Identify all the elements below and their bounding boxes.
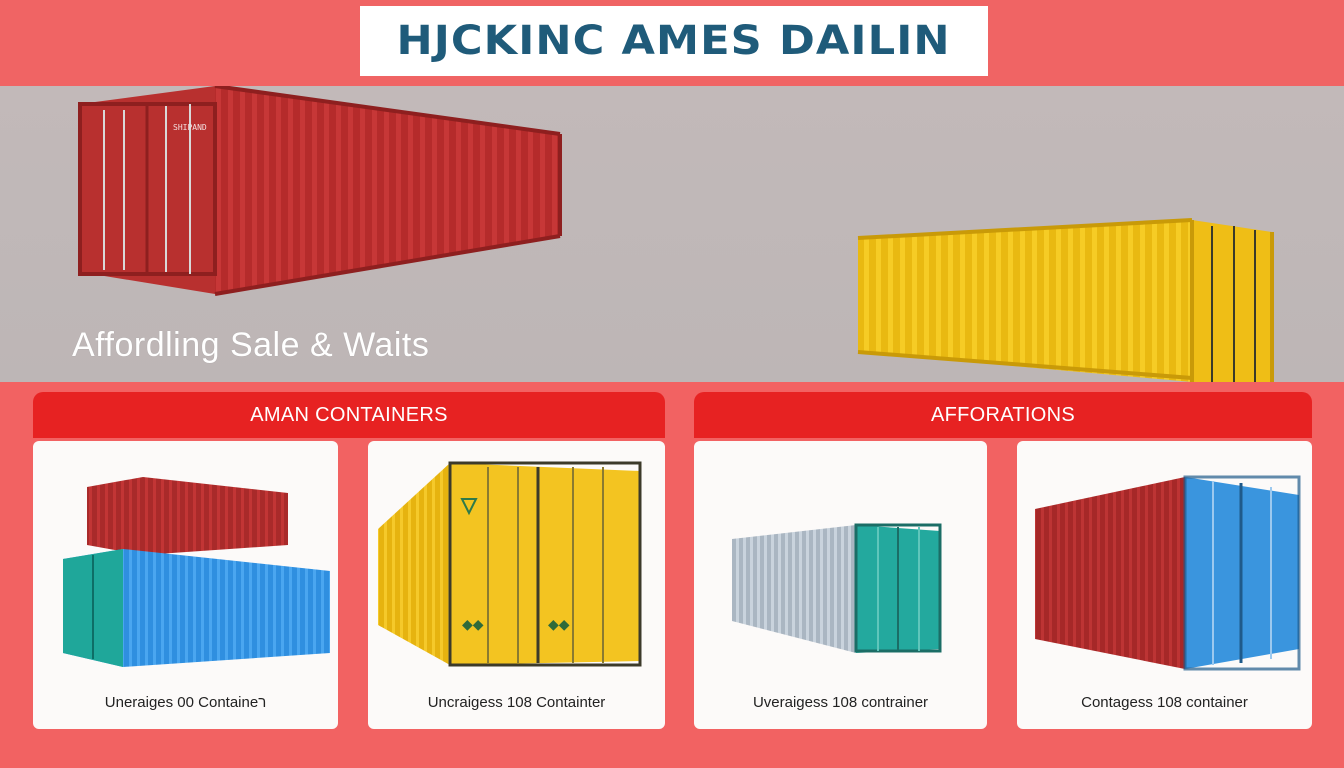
yellow-container-icon: ◆◆ ◆◆: [378, 461, 642, 667]
stacked-containers-red-blue-icon: [63, 477, 330, 667]
product-card[interactable]: Uneraiges 00 Containeר: [33, 441, 338, 729]
silver-teal-container-icon: [732, 523, 942, 653]
section-banner-afforations: AFFORATIONS: [694, 392, 1312, 438]
hero-tagline: Affordling Sale & Waits: [72, 326, 430, 364]
svg-text:◆◆: ◆◆: [462, 616, 484, 632]
title-box: HJCKINC AMES DAILIN: [360, 6, 988, 76]
red-shipping-container-icon: SHIPAND: [78, 86, 1274, 382]
svg-text:◆◆: ◆◆: [548, 616, 570, 632]
product-card[interactable]: ◆◆ ◆◆ Uncraigess 108 Containter: [368, 441, 665, 729]
section-title: AMAN CONTAINERS: [250, 403, 448, 426]
section-banner-aman-containers: AMAN CONTAINERS: [33, 392, 665, 438]
product-caption: Uncraigess 108 Containter: [427, 694, 606, 711]
product-caption: Uneraiges 00 Containeר: [104, 694, 267, 711]
red-blue-container-icon: [1035, 475, 1301, 671]
page-title: HJCKINC AMES DAILIN: [396, 18, 952, 64]
hero-section: SHIPAND: [0, 86, 1344, 382]
product-card[interactable]: Contagess 108 container: [1017, 441, 1312, 729]
product-caption: Uveraigess 108 contrainer: [752, 694, 929, 711]
hero-container-stencil: SHIPAND: [173, 123, 207, 132]
section-title: AFFORATIONS: [930, 403, 1076, 426]
product-caption: Contagess 108 container: [1081, 694, 1248, 711]
product-card[interactable]: Uveraigess 108 contrainer: [694, 441, 987, 729]
